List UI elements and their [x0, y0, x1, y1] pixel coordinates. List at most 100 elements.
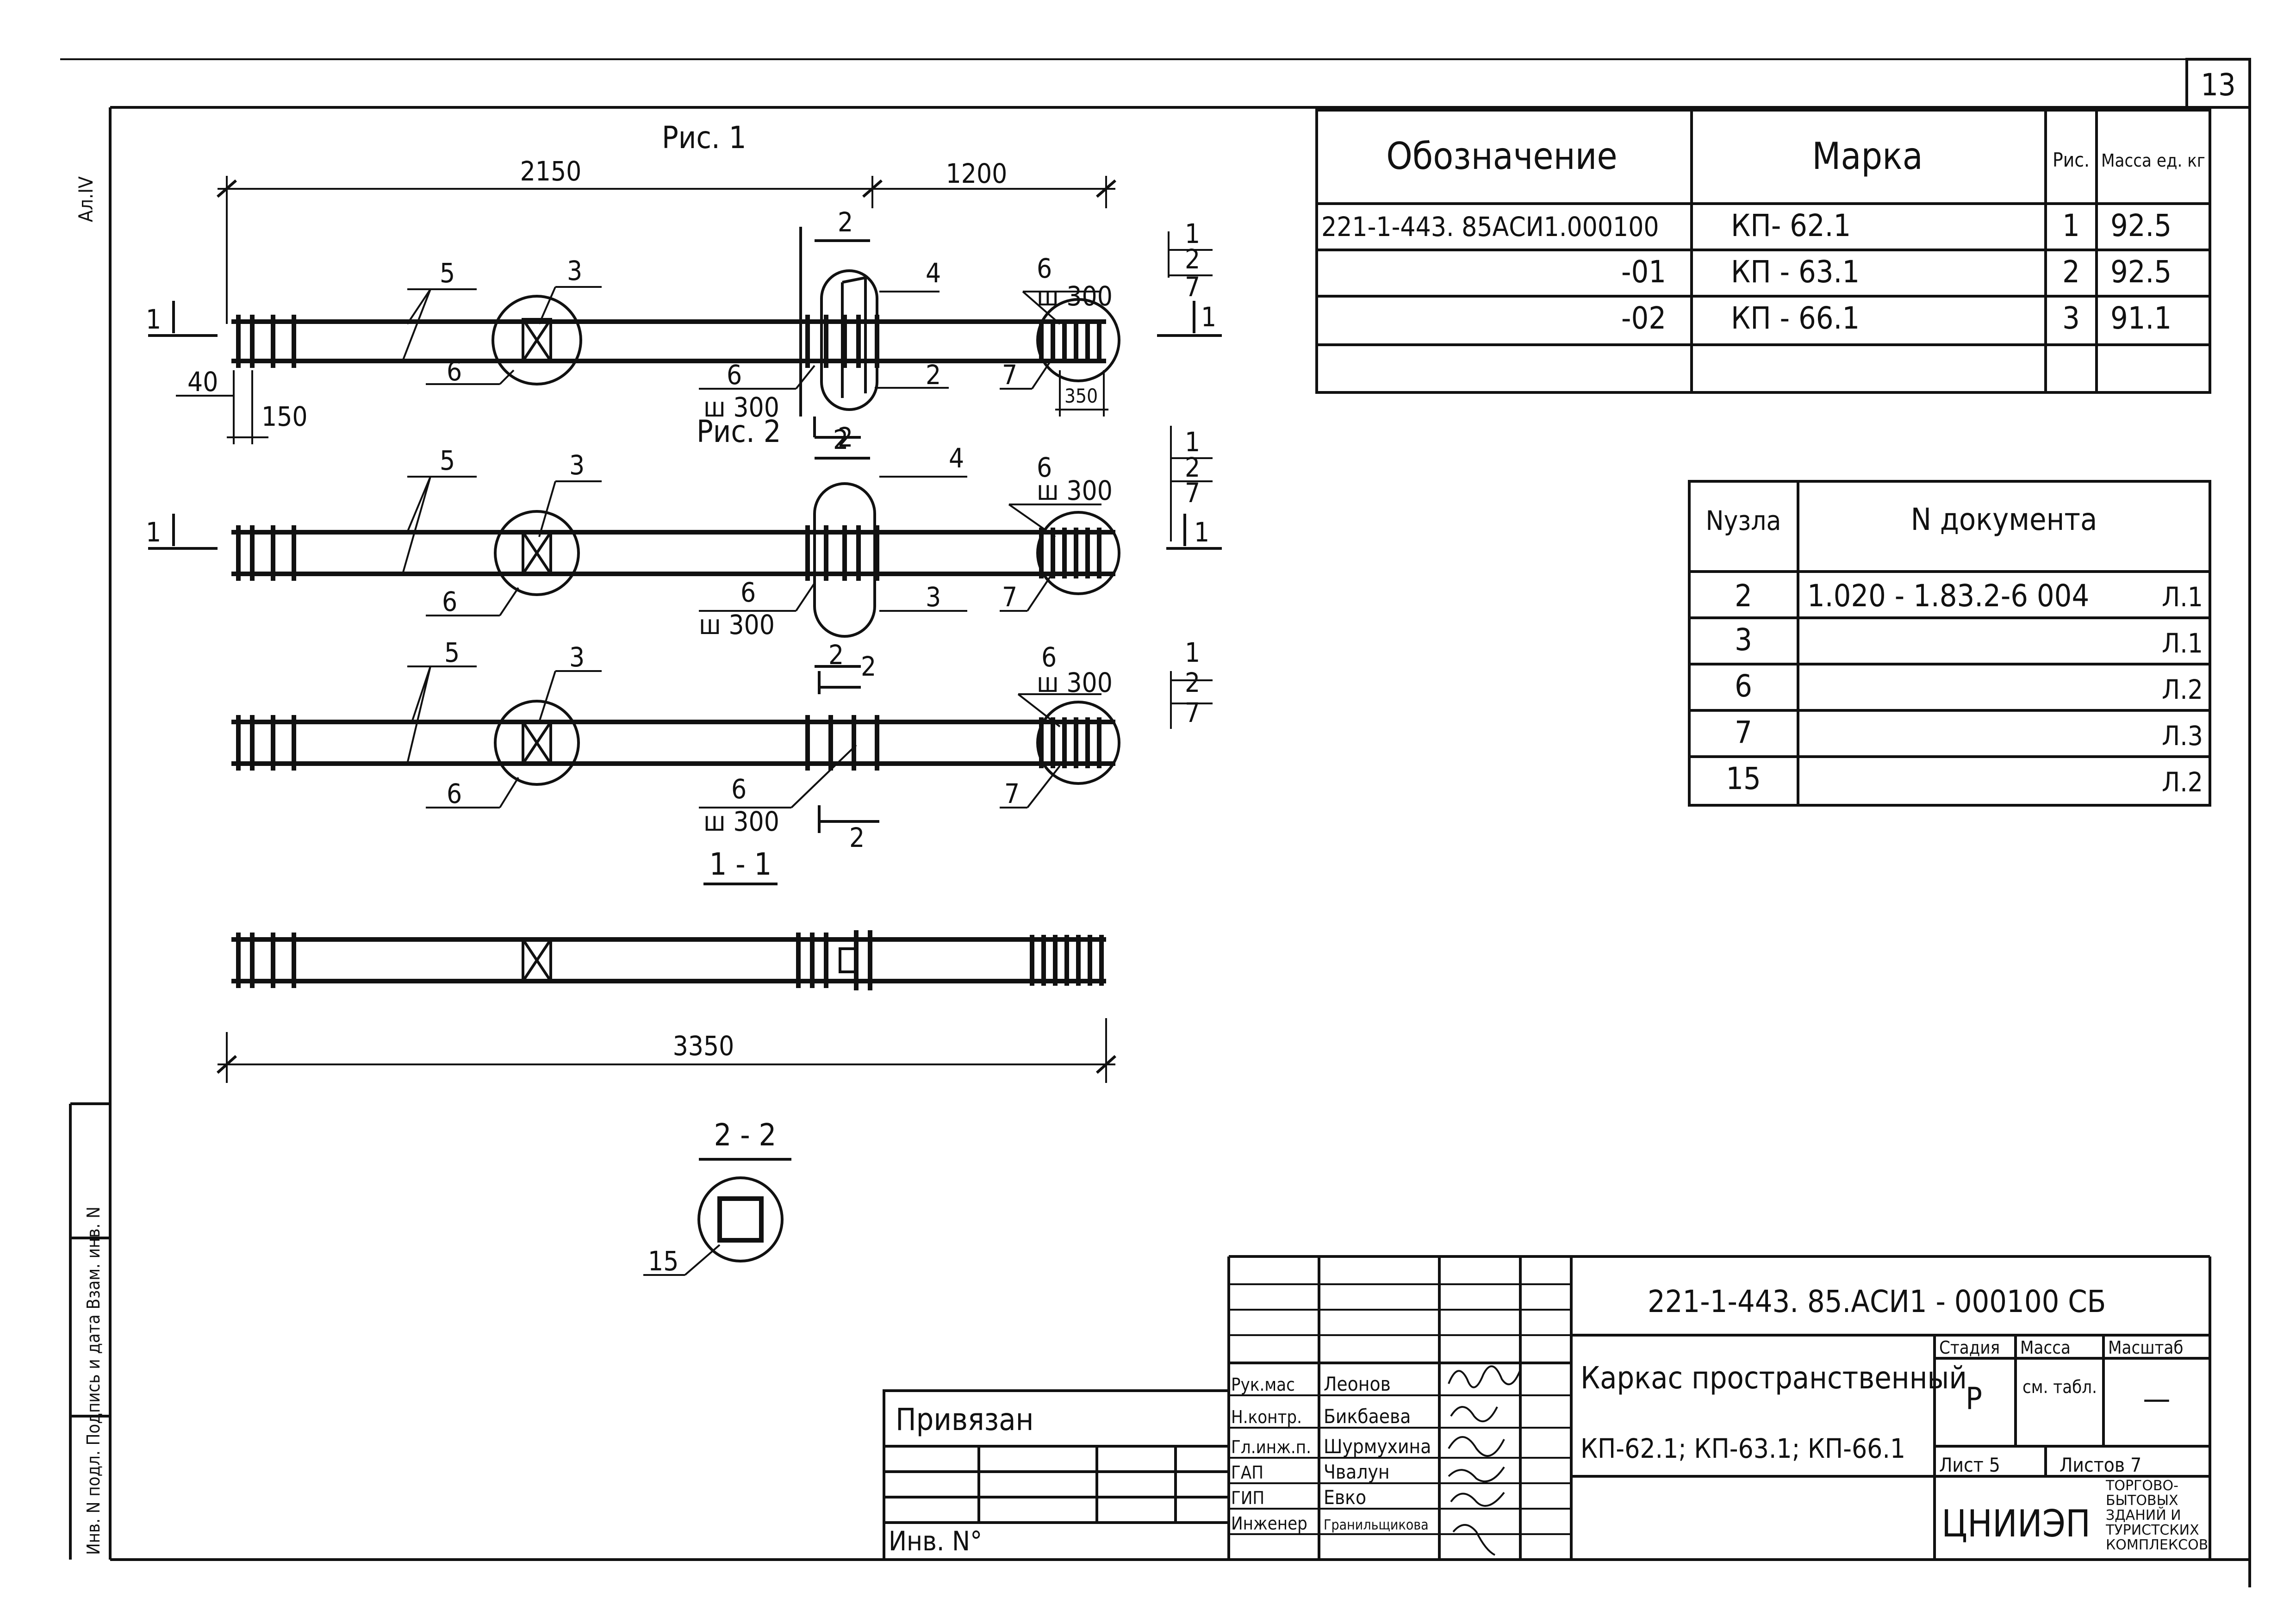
- fig2-pitch-b: ш 300: [699, 609, 775, 640]
- fig1-callout-7: 7: [1002, 359, 1017, 391]
- fig3-callout-3: 3: [569, 641, 585, 673]
- fig1-callout-5: 5: [440, 257, 455, 289]
- role-4: ГАП: [1231, 1462, 1263, 1483]
- dim-1200: 1200: [946, 158, 1008, 189]
- name-5: Евко: [1324, 1486, 1366, 1509]
- spec-row2-designation: -01: [1621, 254, 1666, 290]
- org-desc: торгово-бытовых зданий и туристских комп…: [2106, 1479, 2209, 1553]
- mass-header: Масса: [2020, 1337, 2071, 1358]
- bound-label: Привязан: [896, 1402, 1033, 1437]
- fig1-sec2-bot: 2: [838, 422, 853, 453]
- spec-row1-mass: 92.5: [2110, 208, 2172, 243]
- dim-3350: 3350: [673, 1030, 734, 1062]
- stage-header: Стадия: [1939, 1337, 2000, 1358]
- spec-header-mass: Масса ед. кг: [2101, 150, 2205, 171]
- fig1-callout-6b: 6: [727, 359, 742, 391]
- name-2: Бикбаева: [1324, 1405, 1411, 1428]
- spec-row1-designation: 221-1-443. 85АСИ1.000100: [1321, 211, 1659, 243]
- role-1: Рук.мас: [1231, 1374, 1295, 1395]
- spec-row1-mark: КП- 62.1: [1731, 208, 1851, 243]
- spec-row3-mark: КП - 66.1: [1731, 300, 1860, 336]
- fig2-node-1: 1: [1185, 426, 1200, 458]
- sheet-no: Лист 5: [1939, 1454, 2000, 1476]
- spec-row1-fig: 1: [2062, 208, 2080, 243]
- spec-row2-mass: 92.5: [2110, 254, 2172, 290]
- fig3-node-1: 1: [1185, 637, 1200, 668]
- fig2-callout-4: 4: [949, 442, 964, 474]
- fig1-node-2: 2: [1185, 243, 1200, 275]
- fig1-callout-2: 2: [926, 359, 941, 391]
- fig1-callout-6: 6: [447, 355, 462, 387]
- fig2-callout-3b: 3: [926, 581, 941, 613]
- nodes-row4-node: 7: [1735, 715, 1752, 750]
- spec-table: Обозначение Марка Рис. Масса ед. кг 221-…: [1315, 109, 2211, 394]
- fig2-sec1-right: 1: [1194, 516, 1209, 548]
- name-1: Леонов: [1324, 1373, 1391, 1395]
- fig3-node-2: 2: [1185, 667, 1200, 698]
- spec-header-mark: Марка: [1812, 135, 1923, 178]
- fig1-pitch-c: ш 300: [1037, 280, 1113, 312]
- nodes-row1-sheet: Л.1: [2162, 581, 2203, 613]
- fig2-frame: Рис. 2 1 1 2 2 5: [146, 414, 1222, 671]
- fig1-callout-3: 3: [567, 255, 582, 286]
- fig1-node-7: 7: [1185, 271, 1200, 303]
- fig1-callout-4: 4: [926, 257, 941, 289]
- stage-value: Р: [1966, 1381, 1982, 1417]
- dim-40: 40: [187, 366, 218, 398]
- fig2-node-2: 2: [1185, 452, 1200, 483]
- nodes-row1-node: 2: [1735, 578, 1752, 614]
- fig1-sec2-top: 2: [838, 206, 853, 238]
- inv-strip-text: Инв. N подл. Подпись и дата Взам. инв. N: [83, 1206, 104, 1555]
- fig1-sec1-left: 1: [146, 304, 161, 335]
- section-1-1: 1 - 1 3350: [216, 846, 1117, 1083]
- fig1-pitch-b: ш 300: [703, 392, 779, 423]
- scale-value: —: [2143, 1381, 2170, 1417]
- dim-350: 350: [1064, 385, 1098, 407]
- fig1-node-1: 1: [1185, 218, 1200, 249]
- scale-header: Масштаб: [2108, 1337, 2183, 1358]
- dim-150: 150: [261, 401, 308, 432]
- section-2-2-label: 2 - 2: [714, 1117, 777, 1153]
- side-mark: Ал.IV: [75, 176, 97, 222]
- doc-code: 221-1-443. 85.АСИ1 - 000100 СБ: [1648, 1284, 2106, 1319]
- fig2-sec2-top: 2: [833, 424, 848, 455]
- fig2-callout-6c: 6: [1037, 452, 1052, 483]
- fig3-callout-6b: 6: [731, 773, 747, 805]
- nodes-table: Nузла N документа 2 1.020 - 1.83.2-6 004…: [1688, 480, 2211, 807]
- role-3: Гл.инж.п.: [1231, 1437, 1311, 1457]
- title-block: Привязан Инв. N° Рук.мас Леонов Н.контр.…: [883, 1255, 2211, 1561]
- fig2-callout-5: 5: [440, 445, 455, 476]
- fig3-callout-6: 6: [447, 778, 462, 809]
- role-5: ГИП: [1231, 1488, 1264, 1508]
- fig1-label: Рис. 1: [662, 120, 747, 155]
- spec-row3-fig: 3: [2062, 300, 2080, 336]
- nodes-row1-doc: 1.020 - 1.83.2-6 004: [1807, 578, 2089, 614]
- title-line-1: Каркас пространственный: [1580, 1360, 1967, 1396]
- fig3-sec2-bot: 2: [849, 822, 865, 853]
- fig3-sec2-top: 2: [861, 651, 876, 682]
- mass-value: см. табл.: [2022, 1377, 2097, 1397]
- top-dimensions: Рис. 1 2150 1200: [217, 120, 1116, 324]
- fig2-node-7: 7: [1185, 477, 1200, 509]
- fig3-pitch-c: ш 300: [1037, 667, 1113, 698]
- spec-header-fig: Рис.: [2053, 149, 2090, 171]
- sheet-frame: 13 Инв. N подл. Подпись и дата Взам. инв…: [60, 58, 2251, 1587]
- nodes-header-node: Nузла: [1706, 505, 1781, 536]
- fig3-node-7: 7: [1185, 697, 1200, 728]
- fig3-pitch-b: ш 300: [703, 806, 779, 837]
- nodes-row5-node: 15: [1726, 761, 1761, 796]
- fig1-frame: 1 1 2 2 5 3 6 4 2 6 ш 300 6 ш 300 7: [146, 206, 1222, 453]
- name-6: Гранильщикова: [1324, 1517, 1429, 1533]
- fig2-sec2-bot: 2: [828, 639, 844, 671]
- sheets-total: Листов 7: [2060, 1454, 2141, 1476]
- section-2-2-callout-15: 15: [648, 1245, 678, 1277]
- role-6: Инженер: [1231, 1513, 1307, 1534]
- nodes-row3-sheet: Л.2: [2162, 674, 2203, 705]
- nodes-row3-node: 6: [1735, 668, 1752, 704]
- section-1-1-label: 1 - 1: [709, 846, 772, 882]
- fig2-pitch-c: ш 300: [1037, 475, 1113, 506]
- section-2-2: 2 - 2 15: [643, 1117, 791, 1277]
- nodes-row2-node: 3: [1735, 622, 1752, 658]
- sheet-number: 13: [2201, 67, 2236, 103]
